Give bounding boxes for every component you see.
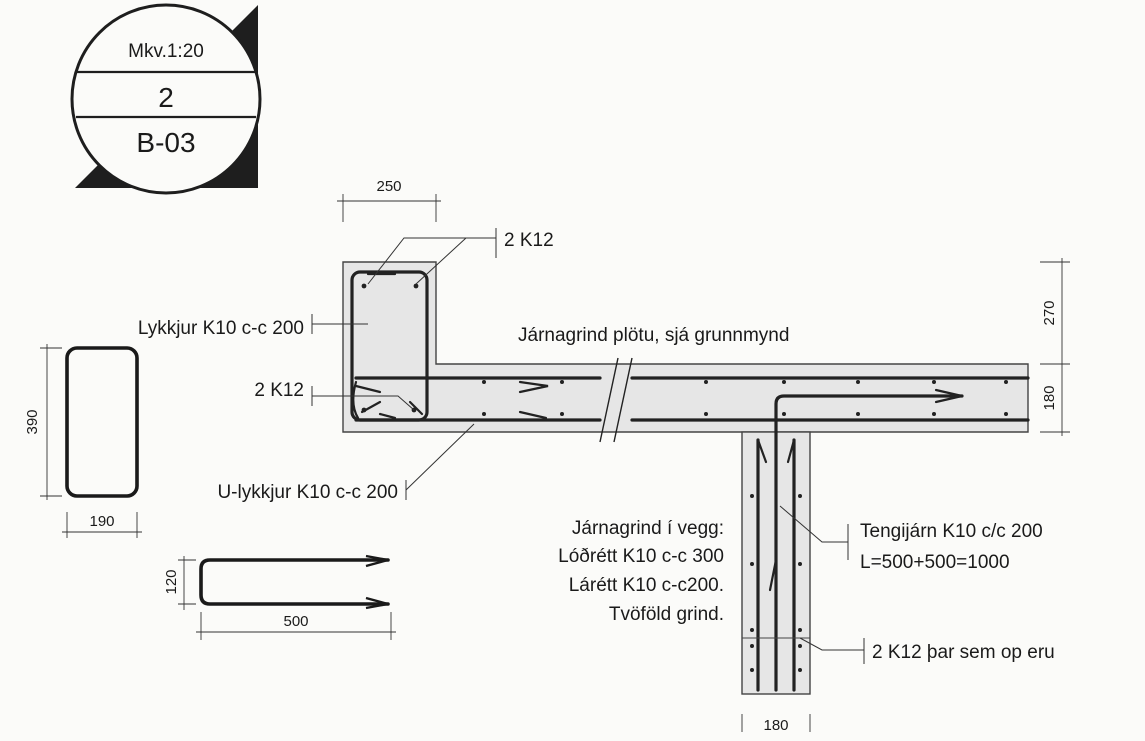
- leader-lines: [311, 228, 865, 664]
- label-stirrups: Lykkjur K10 c-c 200: [138, 318, 304, 339]
- dim-wall-thickness: 180: [763, 717, 788, 734]
- title-circle: [70, 3, 262, 195]
- label-wall-reinf-line2: Lóðrétt K10 c-c 300: [558, 546, 724, 567]
- dim-slab-thickness: 180: [1041, 385, 1058, 410]
- label-wall-reinf-line1: Járnagrind í vegg:: [572, 518, 724, 539]
- label-starter-line1: Tengijárn K10 c/c 200: [860, 521, 1043, 542]
- u-stirrup-detail: [199, 554, 390, 610]
- dimension-lines: [40, 194, 1070, 732]
- dim-u-length: 500: [283, 613, 308, 630]
- label-wall-reinf-line3: Lárétt K10 c-c200.: [569, 575, 724, 596]
- label-wall-reinf-line4: Tvöföld grind.: [609, 604, 724, 625]
- dim-u-height: 120: [163, 569, 180, 594]
- beam-slab-concrete: [342, 261, 1029, 433]
- dimension-texts: 250 270 180 180 390 190 120 500: [24, 178, 1058, 734]
- label-bottom-bars: 2 K12: [254, 380, 304, 401]
- labels: 2 K12 Járnagrind plötu, sjá grunnmynd Ly…: [138, 230, 1055, 663]
- label-top-bars: 2 K12: [504, 230, 554, 251]
- detail-number: 2: [158, 82, 174, 113]
- label-opening-bars: 2 K12 þar sem op eru: [872, 642, 1055, 663]
- dim-beam-width: 250: [376, 178, 401, 195]
- label-u-stirrups: U-lykkjur K10 c-c 200: [217, 482, 398, 503]
- stirrup-detail: [65, 346, 139, 498]
- scale-text: Mkv.1:20: [128, 41, 204, 62]
- dim-stirrup-width: 190: [89, 513, 114, 530]
- title-block: Mkv.1:20 2 B-03: [70, 3, 262, 195]
- sheet-number: B-03: [136, 127, 195, 158]
- dim-stirrup-height: 390: [24, 409, 41, 434]
- label-slab-reinforcement: Járnagrind plötu, sjá grunnmynd: [518, 325, 789, 346]
- label-starter-line2: L=500+500=1000: [860, 552, 1010, 573]
- reinforcement: [350, 270, 1030, 692]
- dim-upstand-height: 270: [1041, 300, 1058, 325]
- starter-bar: [774, 394, 964, 692]
